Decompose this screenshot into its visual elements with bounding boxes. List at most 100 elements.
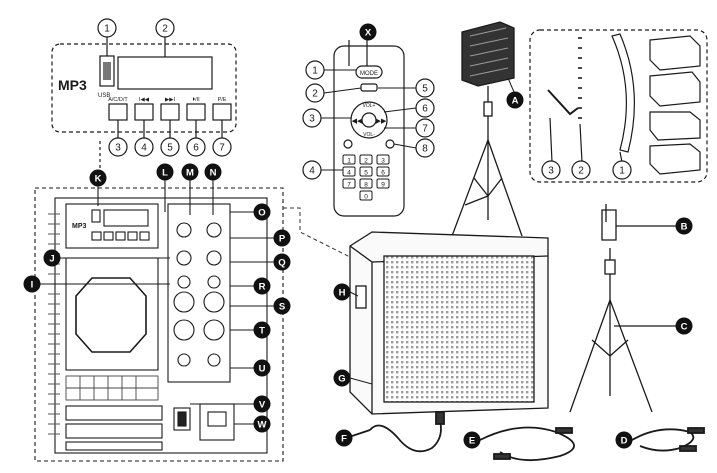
panel-to-sub-connector [283,207,361,263]
column-part-callout-1-text: 3 [548,166,554,177]
column-part-callout-3: 1 [612,160,632,180]
remote-key-2[interactable] [359,154,373,165]
column-part-callout-3-text: 1 [619,166,625,177]
speakon-1[interactable] [177,353,191,367]
accessory-callout-b-text: B [681,222,688,233]
remote-vol-plus: VOL+ [363,103,376,109]
remote-key-9[interactable] [376,178,390,189]
remote-key-8[interactable] [359,178,373,189]
rear-callout-n-text: N [210,168,217,179]
xlr-4[interactable] [203,319,225,341]
remote-callout-6-text: 6 [422,104,428,115]
power-switch[interactable] [173,407,191,431]
array-module-2 [649,71,701,107]
power-inlet[interactable] [199,403,235,441]
knob-3[interactable] [176,250,192,266]
remote-key-7[interactable] [342,178,356,189]
remote-mode-button[interactable] [355,65,383,79]
remote-key-4[interactable] [342,166,356,177]
remote-callout-5-text: 5 [422,84,428,95]
remote-mute-button[interactable] [360,83,378,92]
mp3-callout-1: 1 [97,18,117,38]
input-jack-1[interactable] [177,275,191,289]
accessory-callout-h-text: H [339,288,346,299]
accessory-callout-b: B [675,217,693,235]
xlr-3[interactable] [173,319,195,341]
warning-label-2 [65,423,163,439]
knob-1[interactable] [176,222,192,238]
pole-adapter [601,204,617,241]
remote-key-5[interactable] [359,166,373,177]
remote-callout-7: 7 [415,118,435,138]
mp3-callout-3-text: 3 [115,143,121,154]
rear-callout-u-text: U [259,364,266,375]
remote-eq-button[interactable] [343,139,353,149]
rear-callout-m: M [181,163,199,181]
mp3-callout-5-text: 5 [167,143,173,154]
rear-callout-s: S [273,297,291,315]
remote-key-label-7: 7 [347,182,351,189]
remote-key-6[interactable] [376,166,390,177]
remote-key-label-2: 2 [364,158,368,165]
column-part-callout-2-text: 2 [578,166,584,177]
array-module-3 [649,111,701,141]
knob-4[interactable] [206,250,222,266]
remote-play-button[interactable] [361,112,377,128]
rear-callout-w: W [253,415,271,433]
mp3-button-3[interactable] [160,103,180,121]
input-jack-2[interactable] [207,275,221,289]
array-module-1 [649,35,701,71]
accessory-callout-c: C [675,317,693,335]
remote-callout-1: 1 [305,60,325,80]
column-speaker-tripod [451,21,523,237]
vent-grid [65,375,159,401]
remote-callout-1-text: 1 [312,66,318,77]
column-speaker [461,21,515,87]
rear-callout-o-text: O [258,208,265,219]
array-module-4 [649,143,701,175]
remote-letter-x-text: X [365,28,372,39]
mp3-button-5[interactable] [212,103,232,121]
rear-callout-p: P [273,229,291,247]
mp3-callout-2-text: 2 [162,24,168,35]
screws [578,37,582,119]
remote-key-0[interactable] [359,190,373,201]
rear-callout-i: I [23,275,41,293]
accessory-callout-c-text: C [681,322,688,333]
hex-key [547,89,579,116]
accessory-callout-f: F [335,429,353,447]
mp3-callout-7-text: 7 [219,143,225,154]
knob-2[interactable] [206,222,222,238]
remote-callout-4: 4 [302,160,322,180]
remote-key-1[interactable] [342,154,356,165]
speakon-2[interactable] [207,353,221,367]
mp3-button-label-5: P/E [218,97,227,103]
xlr-1[interactable] [173,291,195,313]
remote-key-label-8: 8 [364,182,368,189]
rear-mp3-display [103,209,149,227]
rear-callout-n: N [204,163,222,181]
accessory-callout-e-text: E [469,436,475,447]
mp3-button-2[interactable] [134,103,154,121]
rear-mp3-label: MP3 [72,223,87,230]
remote-prev-icon: ◀◀ [352,118,363,125]
xlr-2[interactable] [203,291,225,313]
remote-dpad[interactable] [350,101,388,139]
subwoofer-grille [383,255,535,403]
mp3-callout-5: 5 [160,137,180,157]
rear-callout-v: V [253,395,271,413]
warning-label-1 [65,405,163,421]
mp3-button-1[interactable] [108,103,128,121]
remote-callout-4-text: 4 [309,166,315,177]
mp3-button-4[interactable] [186,103,206,121]
speaker-letter-a-text: A [512,96,519,107]
remote-next-icon: ▶▶ [376,118,387,125]
remote-key-3[interactable] [376,154,390,165]
remote-callout-3: 3 [302,108,322,128]
mp3-callout-2: 2 [155,18,175,38]
